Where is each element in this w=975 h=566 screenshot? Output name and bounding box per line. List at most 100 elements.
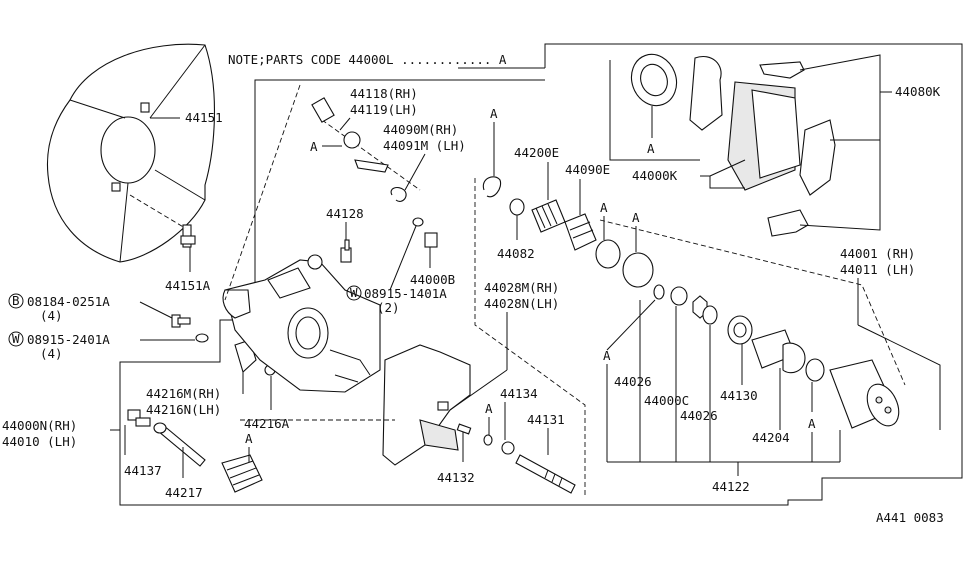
label-44080K: 44080K xyxy=(895,84,941,99)
shim-pad-left xyxy=(689,56,723,131)
label-08915a-qty: (4) xyxy=(40,346,63,361)
label-44000B: 44000B xyxy=(410,272,455,287)
watermark-code: A441 0083 xyxy=(876,510,944,525)
bracket-44080K xyxy=(799,54,881,231)
label-08915b-qty: (2) xyxy=(377,300,400,315)
pin-boot xyxy=(221,454,263,493)
a-marker-lever: A xyxy=(310,139,318,154)
snap-ring-2 xyxy=(653,284,665,300)
leader-44118 xyxy=(339,117,351,131)
sleeve-44000B xyxy=(424,232,438,248)
label-44204: 44204 xyxy=(752,430,790,445)
leader-44001-b xyxy=(857,324,941,430)
bolt-44151A xyxy=(180,224,196,248)
box-44000K xyxy=(609,60,700,161)
washer-08915a xyxy=(195,333,209,343)
dust-shield-44151 xyxy=(46,43,216,263)
pin-44217 xyxy=(153,422,206,467)
a-marker-44134: A xyxy=(485,401,493,416)
seal-44134 xyxy=(501,441,515,455)
a-marker-seal: A xyxy=(647,141,655,156)
label-44091M: 44091M (LH) xyxy=(383,138,466,153)
label-44118: 44118(RH) xyxy=(350,86,418,101)
label-44001: 44001 (RH) xyxy=(840,246,915,261)
bleeder-44137 xyxy=(127,409,151,427)
label-44128: 44128 xyxy=(326,206,364,221)
seal-right xyxy=(805,358,825,382)
label-44010: 44010 (LH) xyxy=(2,434,77,449)
label-44028N: 44028N(LH) xyxy=(484,296,559,311)
label-44216M: 44216M(RH) xyxy=(146,386,221,401)
shim-pad-right xyxy=(799,119,836,196)
washer-44082 xyxy=(509,198,525,216)
w-circle-1 xyxy=(8,331,24,347)
pin-44131 xyxy=(515,454,576,494)
label-44026a: 44026 xyxy=(614,374,652,389)
label-44216A: 44216A xyxy=(244,416,290,431)
label-44216N: 44216N(LH) xyxy=(146,402,221,417)
caliper-body xyxy=(222,254,381,393)
snap-ring xyxy=(482,176,502,198)
label-44132: 44132 xyxy=(437,470,475,485)
label-44000C: 44000C xyxy=(644,393,689,408)
clip-top xyxy=(759,61,805,79)
a-marker-snap: A xyxy=(490,106,498,121)
bolt-44128 xyxy=(340,239,352,263)
label-44000N: 44000N(RH) xyxy=(2,418,77,433)
dash-caliper-left xyxy=(224,84,301,301)
dash-seal xyxy=(474,178,586,495)
ring-seal-1 xyxy=(595,239,621,269)
leader-44090M xyxy=(404,153,426,191)
lever-44118 xyxy=(311,97,389,173)
ring-08915b xyxy=(412,217,424,227)
b-letter: B xyxy=(12,293,20,308)
a-marker-boot: A xyxy=(245,431,253,446)
washer-44026a xyxy=(670,286,688,306)
label-08184: 08184-0251A xyxy=(27,294,110,309)
shim-44132 xyxy=(456,423,472,435)
label-44131: 44131 xyxy=(527,412,565,427)
label-44082: 44082 xyxy=(497,246,535,261)
label-44000K: 44000K xyxy=(632,168,678,183)
washer-44026b xyxy=(702,305,718,325)
label-44137: 44137 xyxy=(124,463,162,478)
adjuster-44090E xyxy=(564,213,597,251)
piston-44130 xyxy=(727,315,753,345)
leader-44000K-b xyxy=(709,159,746,177)
label-08915a: 08915-2401A xyxy=(27,332,110,347)
oring-44134 xyxy=(483,434,493,446)
label-44134: 44134 xyxy=(500,386,538,401)
label-08915b: 08915-1401A xyxy=(364,286,447,301)
label-44130: 44130 xyxy=(720,388,758,403)
b-circle xyxy=(8,293,24,309)
dash-caliper-top xyxy=(321,119,421,191)
caliper-support xyxy=(382,344,471,466)
label-44151: 44151 xyxy=(185,110,223,125)
dash-44151A xyxy=(129,194,186,229)
label-44217: 44217 xyxy=(165,485,203,500)
label-44026b: 44026 xyxy=(680,408,718,423)
dash-piston xyxy=(599,219,906,386)
leader-a-col-up xyxy=(606,299,656,351)
clip-bottom xyxy=(767,209,809,237)
a-marker-right: A xyxy=(808,416,816,431)
seal-44000K-top xyxy=(630,53,678,107)
a-marker-ring1: A xyxy=(600,200,608,215)
brake-pad-44080K xyxy=(727,81,801,191)
spring-44200E xyxy=(531,199,566,233)
label-44090E: 44090E xyxy=(565,162,610,177)
leader-44028M-b xyxy=(449,369,508,411)
label-44028M: 44028M(RH) xyxy=(484,280,559,295)
label-44151A: 44151A xyxy=(165,278,211,293)
label-44200E: 44200E xyxy=(514,145,559,160)
label-44122: 44122 xyxy=(712,479,750,494)
bolt-08184 xyxy=(171,314,191,328)
label-08184-qty: (4) xyxy=(40,308,63,323)
w-circle-2 xyxy=(346,285,362,301)
spring-44090M xyxy=(390,186,407,202)
label-44119: 44119(LH) xyxy=(350,102,418,117)
a-marker-col: A xyxy=(603,348,611,363)
piston-body-44001 xyxy=(829,359,900,429)
